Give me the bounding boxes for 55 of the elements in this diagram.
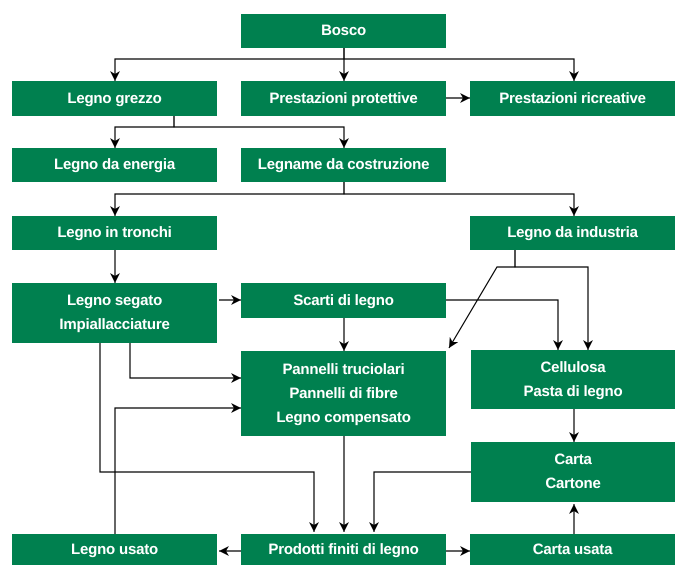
arrow — [110, 250, 120, 283]
box-label: Pannelli di fibre — [289, 384, 398, 404]
process-box — [241, 351, 446, 436]
process-box — [12, 534, 217, 565]
process-box — [241, 148, 446, 182]
arrow — [173, 116, 349, 148]
process-box — [471, 350, 675, 409]
box-label: Legno segato — [66, 291, 162, 311]
process-box — [241, 534, 446, 565]
process-box — [241, 81, 446, 116]
process-box — [12, 81, 217, 116]
box-label: Pasta di legno — [524, 382, 622, 402]
arrow — [343, 48, 579, 81]
box-label: Impiallacciature — [59, 315, 170, 335]
box-label: Cartone — [545, 474, 601, 494]
arrow — [343, 182, 579, 216]
box-label: Pannelli truciolari — [282, 360, 405, 380]
box-label: Legno da industria — [507, 223, 638, 243]
box-label: Prestazioni protettive — [269, 88, 418, 108]
arrow — [446, 546, 470, 556]
arrow — [369, 471, 471, 532]
box-label: Legno da energia — [54, 155, 175, 175]
process-box — [471, 442, 675, 502]
process-box — [241, 14, 446, 48]
process-box — [470, 81, 675, 116]
arrow — [446, 93, 470, 103]
arrow — [219, 295, 241, 305]
box-label: Legname da costruzione — [258, 155, 430, 175]
arrow — [129, 343, 241, 383]
process-box — [12, 148, 217, 182]
box-label: Scarti di legno — [293, 290, 394, 310]
process-box — [241, 283, 446, 318]
arrow — [339, 318, 349, 351]
box-label: Carta usata — [532, 540, 612, 560]
arrow — [446, 299, 563, 350]
arrow — [569, 504, 579, 534]
box-label: Carta — [554, 450, 592, 470]
process-box — [12, 216, 217, 250]
box-label: Legno in tronchi — [57, 223, 172, 243]
box-label: Legno compensato — [276, 408, 411, 428]
box-label: Prodotti finiti di legno — [268, 540, 419, 560]
arrow — [99, 343, 319, 532]
arrow — [219, 546, 241, 556]
process-box — [470, 216, 675, 250]
arrow — [514, 250, 593, 350]
arrow — [339, 436, 349, 532]
box-label: Prestazioni ricreative — [499, 88, 646, 108]
process-box — [12, 283, 217, 343]
arrow — [114, 403, 241, 534]
box-label: Bosco — [321, 21, 366, 41]
box-label: Legno grezzo — [67, 88, 162, 108]
arrow — [569, 409, 579, 442]
box-label: Legno usato — [71, 540, 158, 560]
process-box — [470, 534, 675, 565]
box-label: Cellulosa — [540, 358, 606, 378]
